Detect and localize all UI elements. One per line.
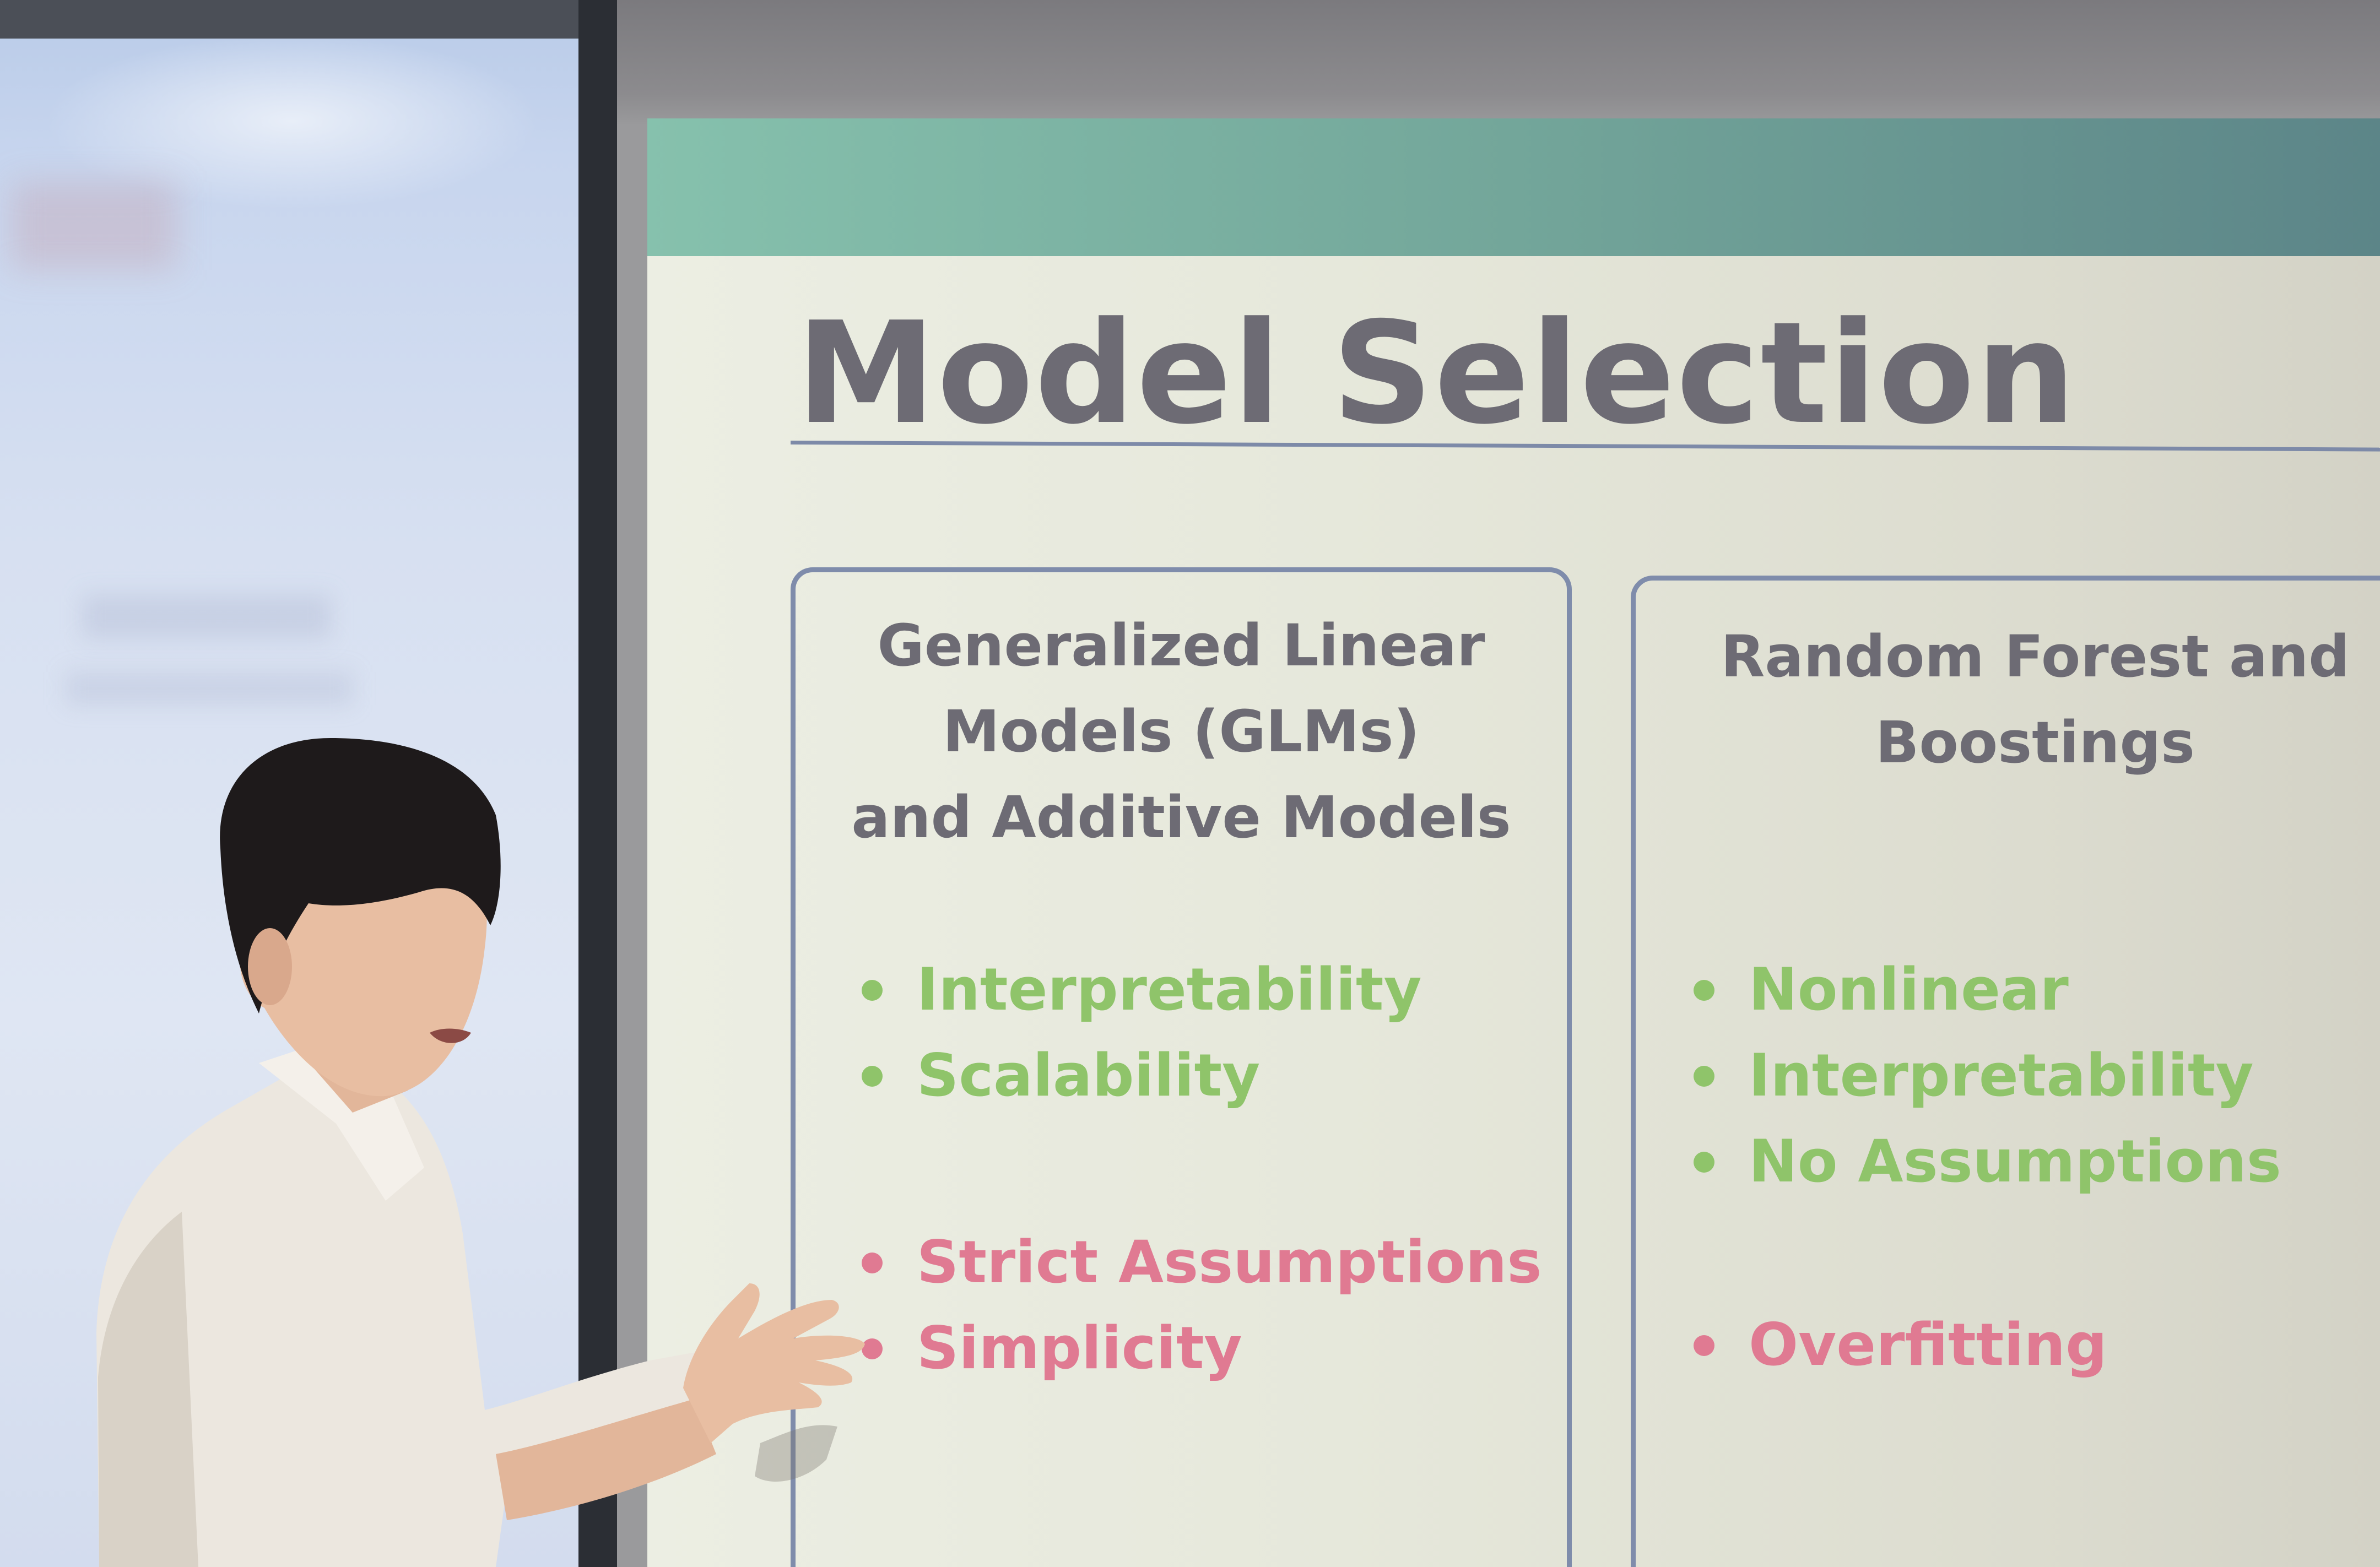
glm-pros-list: Interpretability Scalability	[862, 947, 1422, 1119]
window-blur-reflection	[11, 182, 176, 270]
slide-header-band	[647, 118, 2380, 256]
pro-bullet: No Assumptions	[1694, 1119, 2281, 1205]
glm-card-heading: Generalized Linear Models (GLMs) and Add…	[796, 603, 1567, 860]
pro-bullet: Interpretability	[862, 947, 1422, 1033]
pro-bullet: Nonlinear	[1694, 947, 2281, 1033]
random-forest-cons-list: Overfitting	[1694, 1302, 2107, 1388]
con-bullet: Simplicity	[862, 1305, 1541, 1391]
con-bullet: Overfitting	[1694, 1302, 2107, 1388]
heading-line: Models (GLMs)	[943, 698, 1420, 765]
con-bullet: Strict Assumptions	[862, 1219, 1541, 1305]
window-blur-reflection	[66, 672, 353, 705]
window-light	[44, 33, 540, 209]
presentation-slide	[647, 118, 2380, 1567]
glm-card: Generalized Linear Models (GLMs) and Add…	[791, 567, 1572, 1567]
window-blur-reflection	[83, 595, 331, 639]
window-top-frame	[0, 0, 601, 39]
heading-line: Random Forest and	[1721, 623, 2350, 690]
slide-title: Model Selection	[796, 292, 2077, 456]
glm-cons-list: Strict Assumptions Simplicity	[862, 1219, 1541, 1391]
window-background	[0, 0, 601, 1567]
random-forest-card: Random Forest and Boostings Nonlinear In…	[1631, 576, 2380, 1567]
pro-bullet: Scalability	[862, 1033, 1422, 1119]
pro-bullet: Interpretability	[1694, 1033, 2281, 1119]
random-forest-card-heading: Random Forest and Boostings	[1636, 614, 2380, 785]
heading-line: Boostings	[1875, 709, 2195, 776]
heading-line: Generalized Linear	[877, 612, 1485, 679]
heading-line: and Additive Models	[851, 784, 1511, 851]
random-forest-pros-list: Nonlinear Interpretability No Assumption…	[1694, 947, 2281, 1205]
